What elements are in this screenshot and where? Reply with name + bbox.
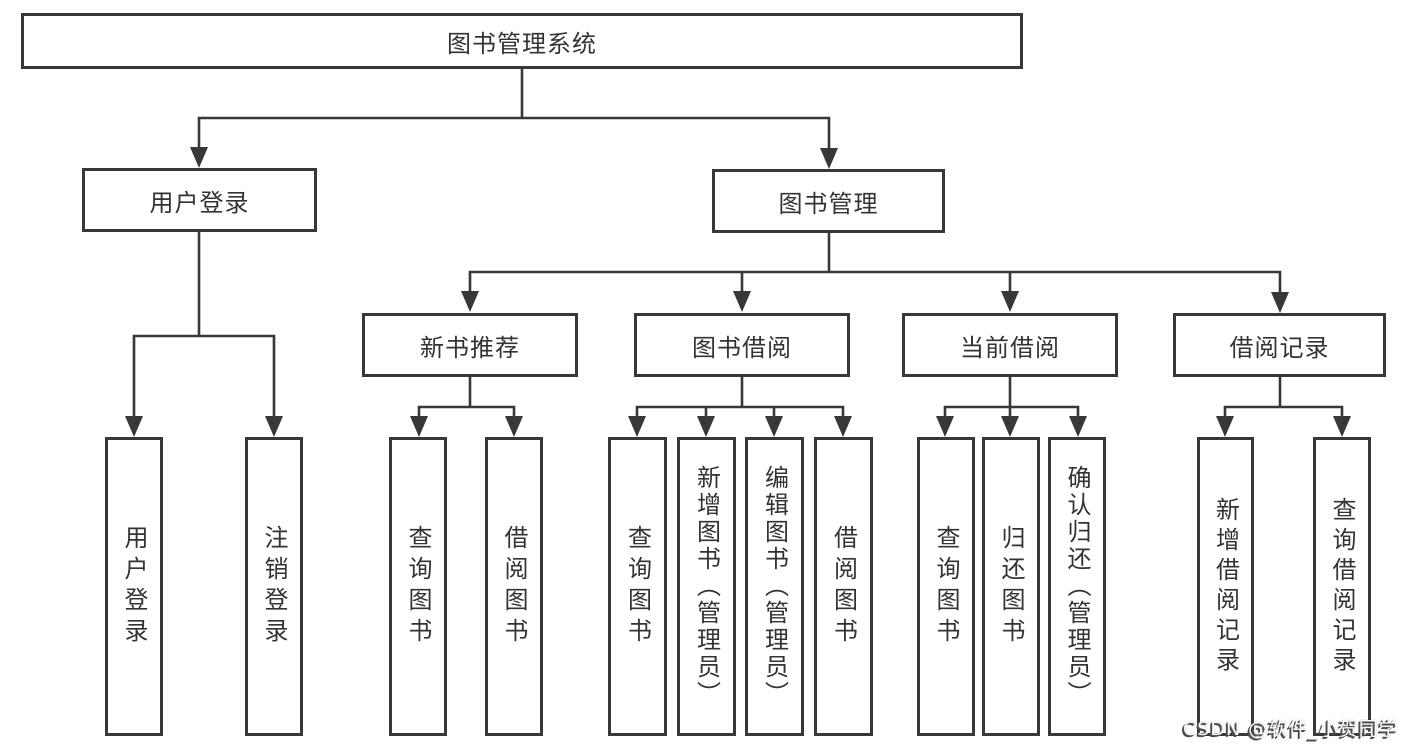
node-label: 当前借阅 — [960, 333, 1060, 362]
leaf-label: 查询借阅记录 — [1328, 496, 1356, 677]
leaf-label: 借阅图书 — [500, 524, 528, 649]
leaf-bb-add-books-admin: 新增图书（管理员） — [677, 437, 736, 736]
leaf-logout: 注销登录 — [245, 437, 303, 736]
node-book-borrow: 图书借阅 — [634, 313, 850, 377]
leaf-label: 归还图书 — [997, 524, 1025, 649]
leaf-user-login: 用户登录 — [105, 437, 163, 736]
leaf-label: 用户登录 — [120, 524, 148, 649]
leaf-label: 新增图书（管理员） — [692, 465, 721, 708]
node-label: 图书管理系统 — [447, 29, 597, 58]
leaf-bb-edit-books-admin: 编辑图书（管理员） — [745, 437, 804, 736]
node-label: 用户登录 — [149, 188, 250, 217]
leaf-nb-borrow-books: 借阅图书 — [485, 437, 543, 736]
leaf-label: 确认归还（管理员） — [1063, 465, 1091, 708]
node-label: 图书管理 — [778, 189, 879, 218]
leaf-bb-query-books: 查询图书 — [608, 437, 667, 736]
node-book-management: 图书管理 — [712, 169, 945, 233]
node-borrow-records: 借阅记录 — [1173, 313, 1386, 377]
leaf-label: 借阅图书 — [829, 524, 858, 649]
leaf-br-query-record: 查询借阅记录 — [1313, 437, 1371, 736]
leaf-label: 注销登录 — [260, 524, 288, 649]
leaf-label: 查询图书 — [404, 524, 432, 649]
csdn-watermark: CSDN @软件_小贺同学 — [1183, 718, 1399, 740]
leaf-label: 编辑图书（管理员） — [760, 465, 789, 708]
leaf-bb-borrow-books: 借阅图书 — [814, 437, 873, 736]
node-current-borrow: 当前借阅 — [902, 313, 1118, 377]
leaf-nb-query-books: 查询图书 — [389, 437, 447, 736]
leaf-br-add-record: 新增借阅记录 — [1197, 437, 1254, 736]
leaf-label: 查询图书 — [623, 524, 652, 649]
leaf-cb-confirm-return-admin: 确认归还（管理员） — [1048, 437, 1106, 736]
node-label: 图书借阅 — [692, 333, 792, 362]
leaf-label: 新增借阅记录 — [1211, 496, 1240, 677]
leaf-label: 查询图书 — [932, 524, 960, 649]
node-library-management-system: 图书管理系统 — [21, 13, 1023, 69]
node-label: 借阅记录 — [1229, 333, 1330, 362]
leaf-cb-query-books: 查询图书 — [917, 437, 975, 736]
node-new-book-recommend: 新书推荐 — [362, 313, 578, 377]
leaf-cb-return-books: 归还图书 — [982, 437, 1040, 736]
node-label: 新书推荐 — [420, 333, 520, 362]
node-user-login: 用户登录 — [82, 168, 317, 232]
